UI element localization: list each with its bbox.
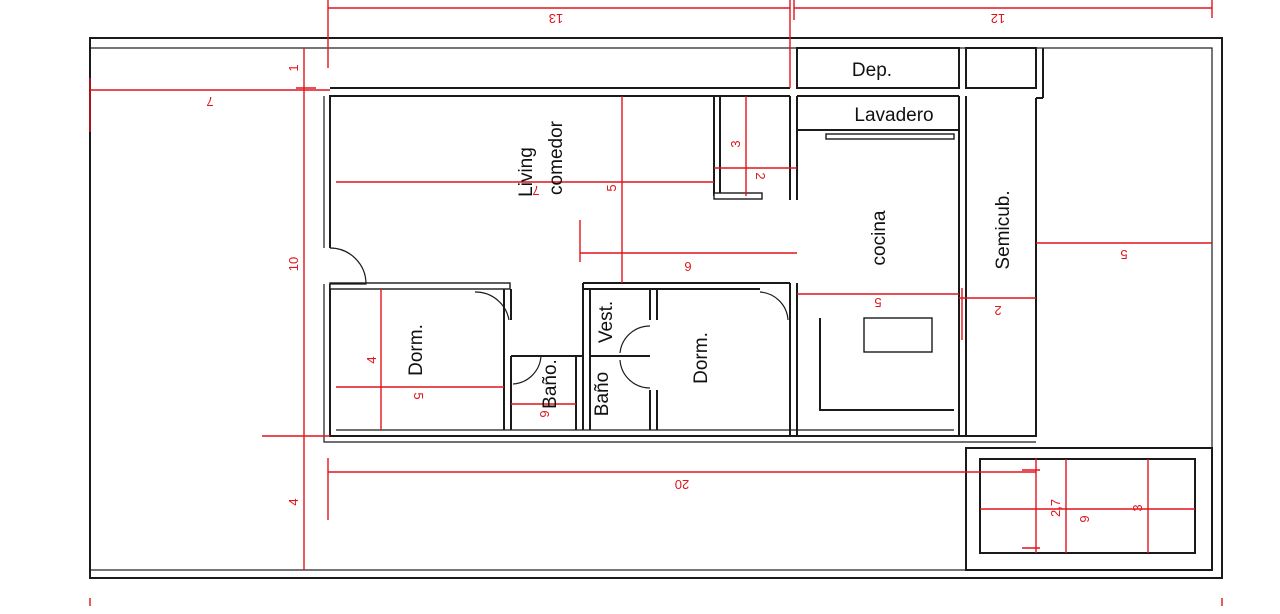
dim-living-6: 6 <box>684 259 691 274</box>
bano-left-door <box>512 355 542 385</box>
dim-bano-6: 6 <box>537 410 552 417</box>
room-label-vest: Vest. <box>596 301 617 343</box>
dim-hall-2: 2 <box>753 172 768 179</box>
room-label-lavadero: Lavadero <box>854 105 933 126</box>
dim-left-1: 1 <box>286 64 301 71</box>
doors <box>329 247 789 389</box>
dim-dorm-4: 4 <box>364 356 379 363</box>
dim-pool-6: 6 <box>1077 515 1092 522</box>
room-label-bano-left: Baño. <box>540 359 561 409</box>
room-label-cocina: cocina <box>869 210 890 265</box>
room-label-comedor: comedor <box>546 120 567 195</box>
room-labels: Dep. Lavadero Living comedor cocina Semi… <box>406 60 1014 416</box>
pool <box>965 447 1213 571</box>
dorm-right-door <box>759 291 789 321</box>
dim-pool-27: 2,7 <box>1048 499 1063 517</box>
dim-top-13: 13 <box>549 11 563 26</box>
dim-bottom-20: 20 <box>675 477 689 492</box>
dimension-labels: 13 12 7 1 10 4 5 6 7 3 2 5 2 5 4 5 6 20 … <box>206 11 1145 523</box>
bano-right-door <box>619 359 651 389</box>
dim-left-4: 4 <box>286 498 301 505</box>
dim-living-7: 7 <box>532 183 539 198</box>
room-label-dorm-left: Dorm. <box>406 324 427 376</box>
entry-door <box>329 247 367 285</box>
dim-left-10: 10 <box>286 257 301 271</box>
dim-cocina-5: 5 <box>874 295 881 310</box>
room-label-dep: Dep. <box>852 60 892 81</box>
room-label-dorm-right: Dorm. <box>691 332 712 384</box>
room-label-bano-right: Baño <box>592 372 613 416</box>
dim-living-5: 5 <box>604 184 619 191</box>
dorm-left-door <box>474 291 510 321</box>
dim-pool-3: 3 <box>1130 504 1145 511</box>
dim-semicub-2: 2 <box>994 303 1001 318</box>
dim-right-5: 5 <box>1120 247 1127 262</box>
room-label-living: Living <box>516 147 537 197</box>
dimension-lines <box>89 0 1223 606</box>
lot-boundary <box>89 37 1223 579</box>
dim-left-7: 7 <box>206 94 213 109</box>
dim-top-12: 12 <box>991 11 1005 26</box>
house-walls <box>323 95 1037 443</box>
room-label-semicub: Semicub. <box>993 190 1014 269</box>
vest-door <box>619 325 651 354</box>
dim-dorm-5: 5 <box>411 392 426 399</box>
service-strip <box>330 47 1044 99</box>
dim-hall-3: 3 <box>728 140 743 147</box>
